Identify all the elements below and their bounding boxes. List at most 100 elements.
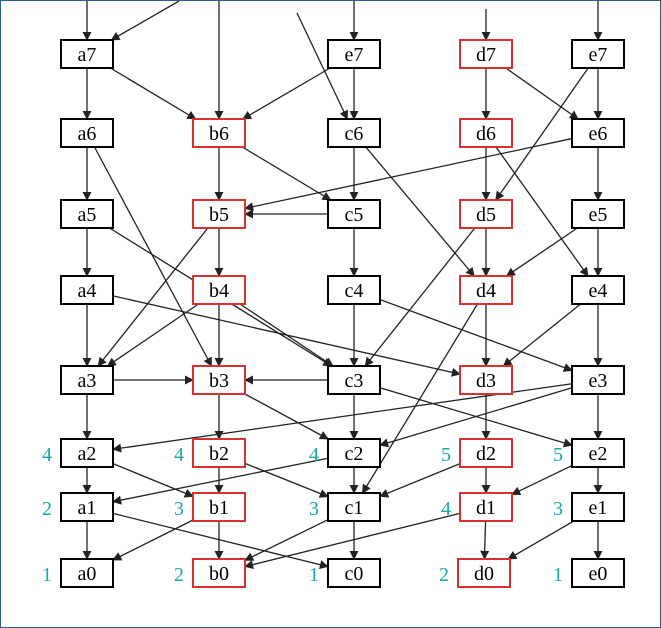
node-label: b6 bbox=[209, 123, 229, 145]
node-label: b4 bbox=[209, 280, 229, 302]
node-box bbox=[192, 365, 246, 395]
node-label: b0 bbox=[209, 563, 229, 585]
node-e7: e7 bbox=[327, 39, 381, 69]
node-b5: b5 bbox=[192, 199, 246, 229]
node-label: a6 bbox=[78, 123, 97, 145]
entry-edge-c6 bbox=[296, 12, 348, 120]
node-f7: e7 bbox=[571, 39, 625, 69]
edge-d4-c1 bbox=[361, 303, 479, 494]
node-c5: c5 bbox=[327, 199, 381, 229]
node-box bbox=[459, 275, 513, 305]
node-e0: e0 bbox=[571, 558, 625, 588]
node-label: a5 bbox=[78, 204, 97, 226]
node-box bbox=[327, 558, 381, 588]
level-number-b0: 2 bbox=[174, 564, 184, 586]
node-b3: b3 bbox=[192, 365, 246, 395]
edge-b5-a3 bbox=[97, 227, 209, 367]
node-box bbox=[459, 438, 513, 468]
node-label: a2 bbox=[78, 443, 97, 465]
level-number-a0: 1 bbox=[42, 564, 52, 586]
node-label: d2 bbox=[476, 443, 496, 465]
node-b6: b6 bbox=[192, 118, 246, 148]
node-label: d5 bbox=[476, 204, 496, 226]
level-number-c2: 4 bbox=[309, 444, 319, 466]
node-d0: d0 bbox=[457, 558, 511, 588]
node-box bbox=[459, 365, 513, 395]
edge-a1-c0 bbox=[112, 512, 329, 570]
node-label: a3 bbox=[78, 370, 97, 392]
node-a6: a6 bbox=[60, 118, 114, 148]
node-box bbox=[327, 438, 381, 468]
node-box bbox=[60, 492, 114, 522]
edge-f7-d5 bbox=[495, 67, 589, 201]
node-label: c0 bbox=[345, 563, 364, 585]
node-label: e5 bbox=[589, 204, 608, 226]
node-box bbox=[60, 275, 114, 305]
edge-e2-d1 bbox=[511, 464, 573, 496]
node-box bbox=[571, 492, 625, 522]
node-box bbox=[192, 199, 246, 229]
node-label: a0 bbox=[78, 563, 97, 585]
node-b4: b4 bbox=[192, 275, 246, 305]
edge-d5-c3 bbox=[364, 227, 476, 367]
node-box bbox=[192, 275, 246, 305]
node-e2: e2 bbox=[571, 438, 625, 468]
node-e1: e1 bbox=[571, 492, 625, 522]
node-box bbox=[60, 39, 114, 69]
node-e4: e4 bbox=[571, 275, 625, 305]
level-number-d0: 2 bbox=[439, 564, 449, 586]
edge-c2-a1 bbox=[112, 457, 329, 505]
edge-e4-d3 bbox=[502, 303, 581, 367]
node-box bbox=[60, 438, 114, 468]
level-number-c0: 1 bbox=[309, 564, 319, 586]
node-d5: d5 bbox=[459, 199, 513, 229]
edge-e7-b6 bbox=[242, 67, 331, 120]
node-b2: b2 bbox=[192, 438, 246, 468]
node-box bbox=[459, 39, 513, 69]
edge-d7-e6 bbox=[505, 67, 579, 120]
node-label: c6 bbox=[345, 123, 364, 145]
level-number-b2: 4 bbox=[174, 444, 184, 466]
edge-b1-a0 bbox=[112, 519, 194, 561]
edge-b6-c5 bbox=[241, 146, 332, 201]
edge-d1-b0 bbox=[244, 512, 461, 570]
node-box bbox=[60, 118, 114, 148]
node-label: d1 bbox=[476, 497, 496, 519]
edge-d1-d0 bbox=[480, 520, 490, 560]
edge-a2-b1 bbox=[112, 463, 194, 498]
level-number-c1: 3 bbox=[309, 498, 319, 520]
node-box bbox=[571, 275, 625, 305]
node-label: b5 bbox=[209, 204, 229, 226]
node-c0: c0 bbox=[327, 558, 381, 588]
node-a2: a2 bbox=[60, 438, 114, 468]
node-d7: d7 bbox=[459, 39, 513, 69]
edge-a7-b6 bbox=[110, 67, 197, 120]
node-box bbox=[571, 365, 625, 395]
node-label: e0 bbox=[589, 563, 608, 585]
node-label: d4 bbox=[476, 280, 496, 302]
edge-e3-c2 bbox=[379, 387, 573, 448]
node-e3: e3 bbox=[571, 365, 625, 395]
level-number-a2: 4 bbox=[42, 444, 52, 466]
edge-b4-a3 bbox=[106, 303, 199, 367]
node-label: e7 bbox=[345, 44, 364, 66]
node-d1: d1 bbox=[459, 492, 513, 522]
node-label: a7 bbox=[78, 44, 97, 66]
node-e6: e6 bbox=[571, 118, 625, 148]
node-d4: d4 bbox=[459, 275, 513, 305]
node-label: e2 bbox=[589, 443, 608, 465]
node-label: a1 bbox=[78, 497, 97, 519]
level-number-b1: 3 bbox=[174, 498, 184, 520]
node-b1: b1 bbox=[192, 492, 246, 522]
node-label: c2 bbox=[345, 443, 364, 465]
edge-c6-d4 bbox=[365, 146, 475, 277]
node-box bbox=[327, 365, 381, 395]
node-a0: a0 bbox=[60, 558, 114, 588]
node-box bbox=[192, 492, 246, 522]
node-label: a4 bbox=[78, 280, 97, 302]
node-box bbox=[571, 39, 625, 69]
node-box bbox=[459, 492, 513, 522]
